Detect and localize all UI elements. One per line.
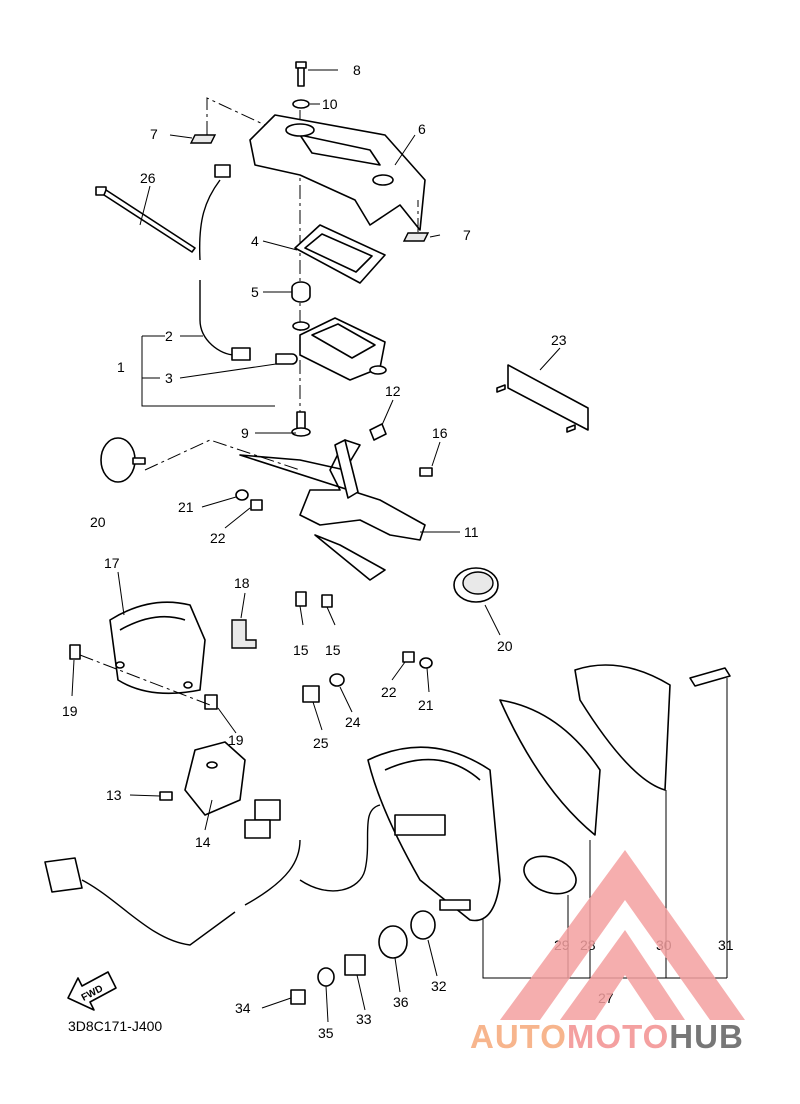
callout-36: 36 (393, 994, 409, 1010)
callout-19a: 19 (62, 703, 78, 719)
callout-3: 3 (165, 370, 173, 386)
wire-harness (44, 799, 381, 946)
callout-25: 25 (313, 735, 329, 751)
collar-36 (378, 925, 408, 959)
callout-20a: 20 (90, 514, 106, 530)
light-17-line (79, 654, 211, 706)
bracket-11 (239, 439, 426, 581)
callout-7b: 7 (463, 227, 471, 243)
meter-cover-6 (249, 114, 426, 231)
callout-20b: 20 (497, 638, 513, 654)
callout-31: 31 (718, 937, 734, 953)
grommet-5 (291, 281, 311, 303)
callout-13: 13 (106, 787, 122, 803)
plate-mount-23 (496, 364, 589, 433)
spacer-33 (344, 954, 366, 976)
lead-wire-2 (198, 164, 251, 361)
washer-21a (235, 489, 249, 501)
pad-7a-line (206, 97, 266, 135)
screw-19b (204, 694, 218, 710)
callout-32: 32 (431, 978, 447, 994)
callout-21a: 21 (178, 499, 194, 515)
diagram-code: 3D8C171-J400 (68, 1018, 163, 1034)
gasket-28 (499, 699, 601, 836)
meter-assembly-1 (292, 317, 387, 381)
grommet-32 (410, 910, 436, 940)
callout-6: 6 (418, 121, 426, 137)
reflector-20a-line (144, 439, 301, 471)
tail-light-housing-27 (367, 746, 501, 922)
callout-1: 1 (117, 359, 125, 375)
bolt-9 (291, 411, 311, 437)
callout-26: 26 (140, 170, 156, 186)
callout-23: 23 (551, 332, 567, 348)
bolt-8 (295, 61, 307, 87)
bracket-14 (184, 741, 246, 816)
bulb-3 (275, 353, 298, 365)
watermark-hub: HUB (669, 1018, 744, 1055)
callout-labels: 8 10 7 6 26 7 4 5 2 1 3 23 12 9 16 21 20… (62, 62, 734, 1041)
callout-17: 17 (104, 555, 120, 571)
callout-15a: 15 (293, 642, 309, 658)
callout-11: 11 (464, 524, 479, 540)
callout-9: 9 (241, 425, 249, 441)
washer-24 (329, 673, 345, 687)
callout-24: 24 (345, 714, 361, 730)
watermark-auto: AUTO (470, 1018, 567, 1055)
watermark-text: AUTOMOTOHUB (470, 1018, 744, 1056)
cable-tie-26 (95, 186, 196, 253)
callout-10: 10 (322, 96, 338, 112)
bolt-15a (295, 591, 307, 607)
callout-33: 33 (356, 1011, 372, 1027)
bulb-29 (523, 855, 577, 895)
pad-7a (189, 134, 217, 144)
group-1-bracket (141, 335, 275, 407)
callout-21b: 21 (418, 697, 434, 713)
callout-2: 2 (165, 328, 173, 344)
license-light-17 (109, 601, 206, 695)
bulb-12 (369, 423, 387, 441)
bolt-13 (159, 791, 173, 801)
washer-35 (317, 967, 335, 987)
screw-19a (69, 644, 81, 660)
callout-5: 5 (251, 284, 259, 300)
callout-8: 8 (353, 62, 361, 78)
screw-31 (689, 667, 731, 687)
nut-25 (302, 685, 320, 703)
callout-34: 34 (235, 1000, 251, 1016)
nut-22b (402, 651, 415, 663)
callout-16: 16 (432, 425, 448, 441)
watermark-moto: MOTO (566, 1018, 670, 1055)
nut-22a (250, 499, 263, 511)
screw-16 (419, 467, 433, 477)
washer-10 (292, 99, 310, 109)
callout-4: 4 (251, 233, 259, 249)
fwd-arrow: FWD (67, 971, 117, 1011)
callout-14: 14 (195, 834, 211, 850)
lens-18 (231, 619, 257, 649)
lens-30 (574, 664, 671, 791)
leader-lines (71, 69, 561, 1023)
callout-35: 35 (318, 1025, 334, 1041)
washer-21b (419, 657, 433, 669)
callout-7a: 7 (150, 126, 158, 142)
gasket-4 (294, 224, 386, 284)
callout-18: 18 (234, 575, 250, 591)
pad-7b (402, 232, 430, 242)
callout-22a: 22 (210, 530, 226, 546)
callout-15b: 15 (325, 642, 341, 658)
nut-34 (290, 989, 306, 1005)
callout-22b: 22 (381, 684, 397, 700)
watermark-triangle-icon (500, 850, 745, 1020)
callout-12: 12 (385, 383, 401, 399)
reflector-20b (453, 567, 499, 603)
callout-19b: 19 (228, 732, 244, 748)
bolt-15b (321, 594, 333, 608)
reflector-20a (100, 437, 146, 483)
watermark-logo (500, 850, 745, 1020)
